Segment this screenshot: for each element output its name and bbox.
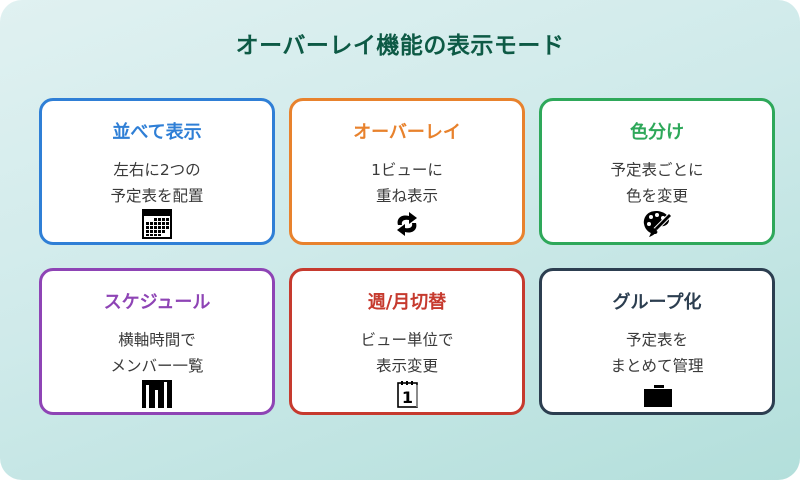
card-description: 予定表ごとに 色を変更: [542, 157, 772, 209]
card-grouping: グループ化 予定表を まとめて管理: [539, 268, 775, 415]
card-desc-line: 予定表ごとに: [610, 161, 704, 179]
card-side-by-side: 並べて表示 左右に2つの 予定表を配置: [39, 98, 275, 245]
card-color-coding: 色分け 予定表ごとに 色を変更: [539, 98, 775, 245]
card-desc-line: ビュー単位で: [360, 331, 454, 349]
card-desc-line: 横軸時間で: [118, 331, 196, 349]
card-description: 横軸時間で メンバー一覧: [42, 327, 272, 379]
card-description: ビュー単位で 表示変更: [292, 327, 522, 379]
calendar-day-icon: 1: [391, 379, 423, 409]
bar-chart-icon: [141, 379, 173, 409]
briefcase-icon: [641, 379, 673, 409]
card-title: スケジュール: [103, 292, 211, 313]
card-week-month-toggle: 週/月切替 ビュー単位で 表示変更 1: [289, 268, 525, 415]
card-desc-line: メンバー一覧: [110, 357, 204, 375]
card-schedule: スケジュール 横軸時間で メンバー一覧: [39, 268, 275, 415]
cycle-arrows-icon: [391, 209, 423, 239]
card-title: グループ化: [612, 292, 702, 313]
card-description: 左右に2つの 予定表を配置: [42, 157, 272, 209]
diagram-title: オーバーレイ機能の表示モード: [235, 33, 565, 59]
card-desc-line: 1ビューに: [371, 161, 443, 179]
card-desc-line: 色を変更: [625, 187, 688, 205]
card-desc-line: 予定表を配置: [110, 187, 204, 205]
card-desc-line: 重ね表示: [375, 187, 438, 205]
card-desc-line: 左右に2つの: [113, 161, 201, 179]
card-description: 予定表を まとめて管理: [542, 327, 772, 379]
card-title: 並べて表示: [112, 122, 202, 143]
card-desc-line: 予定表を: [625, 331, 688, 349]
svg-text:1: 1: [402, 388, 413, 407]
card-title: オーバーレイ: [353, 122, 461, 143]
card-description: 1ビューに 重ね表示: [292, 157, 522, 209]
card-title: 色分け: [630, 122, 684, 143]
card-title: 週/月切替: [367, 292, 447, 313]
card-desc-line: まとめて管理: [610, 357, 704, 375]
calendar-grid-icon: [141, 209, 173, 239]
card-desc-line: 表示変更: [375, 357, 438, 375]
palette-icon: [641, 209, 673, 239]
card-overlay: オーバーレイ 1ビューに 重ね表示: [289, 98, 525, 245]
